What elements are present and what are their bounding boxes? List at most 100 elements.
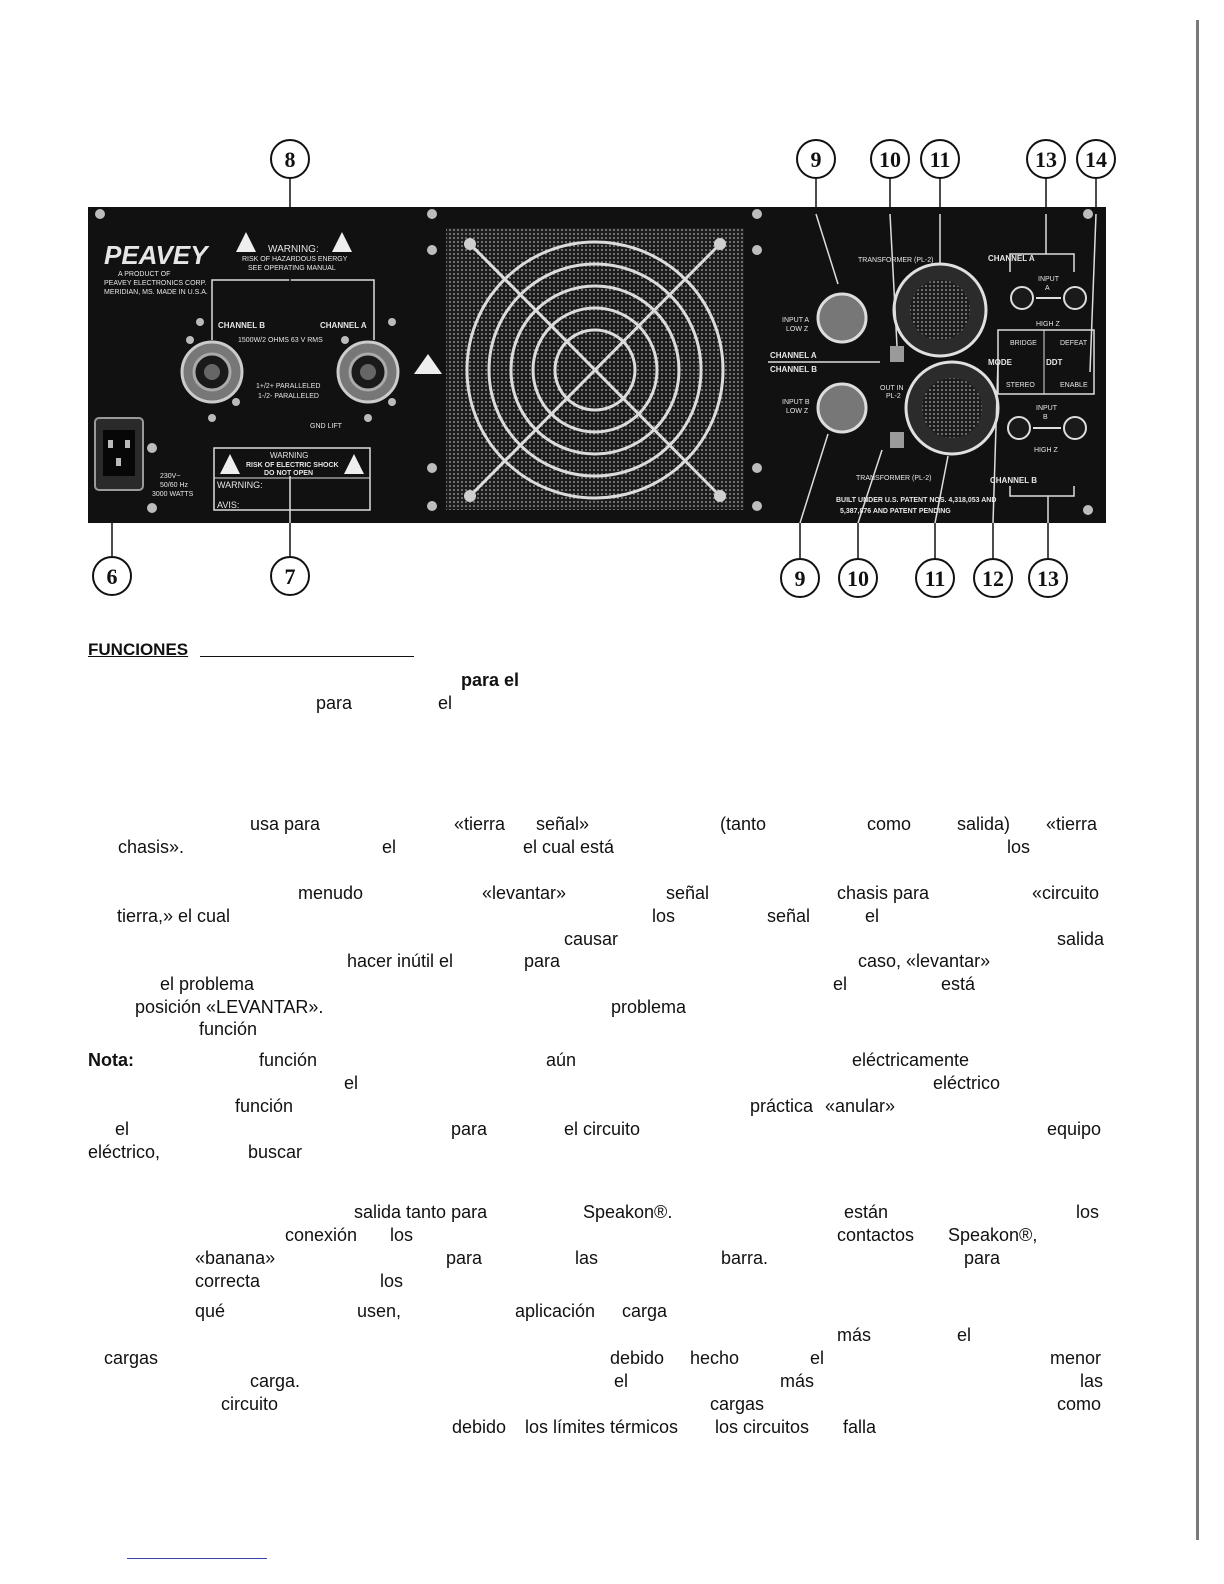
panel-text: STEREO	[1006, 382, 1035, 389]
text-fragment: el	[115, 1119, 130, 1139]
text-fragment: las	[575, 1248, 599, 1268]
text-fragment: función	[235, 1096, 294, 1116]
transformer-sockets	[892, 262, 1000, 456]
callout-leaders	[111, 178, 1097, 562]
panel-text: HIGH Z	[1034, 447, 1058, 454]
callout-circles	[92, 139, 1116, 598]
panel-text: PL-2	[886, 393, 901, 400]
panel-screws	[95, 209, 1093, 515]
rear-panel-diagram: 8 9 10 11 13 14 6 7 9 10 11 12 13 PEAVEY…	[88, 139, 1116, 598]
text-fragment: práctica	[750, 1096, 814, 1116]
text-fragment: señal»	[536, 814, 590, 834]
text-fragment: conexión	[285, 1225, 358, 1245]
text-fragment: como	[867, 814, 912, 834]
warning-triangle-icon	[332, 232, 352, 252]
section-heading: FUNCIONES	[88, 640, 189, 659]
text-fragment: señal	[666, 883, 710, 903]
heading-rule	[200, 656, 414, 657]
text-fragment: salida	[1057, 929, 1105, 949]
text-fragment: usen,	[357, 1301, 402, 1321]
text-fragment: causar	[564, 929, 619, 949]
xlr-inputs	[816, 292, 868, 434]
pl2-switch-b	[890, 432, 904, 448]
text-fragment: los	[390, 1225, 414, 1245]
text-fragment: (tanto	[720, 814, 767, 834]
text-fragment: el	[382, 837, 397, 857]
text-fragment: los límites térmicos	[525, 1417, 679, 1437]
panel-text: WARNING	[270, 451, 308, 460]
text-fragment: Speakon®.	[583, 1202, 673, 1222]
panel-text: OUT IN	[880, 385, 904, 392]
text-fragment: hecho	[690, 1348, 740, 1368]
panel-text: AVIS:	[217, 500, 239, 510]
text-fragment: función	[259, 1050, 318, 1070]
panel-text: 3000 WATTS	[152, 491, 194, 498]
panel-text: HIGH Z	[1036, 321, 1060, 328]
text-fragment: falla	[843, 1417, 877, 1437]
callout-number: 13	[1035, 147, 1057, 172]
text-fragment: equipo	[1047, 1119, 1102, 1139]
callout-number: 8	[285, 147, 296, 172]
panel-text: WARNING:	[217, 480, 263, 490]
text-fragment: caso, «levantar»	[858, 951, 991, 971]
text-fragment: el	[865, 906, 880, 926]
text-fragment: eléctrico	[933, 1073, 1001, 1093]
text-fragment: circuito	[221, 1394, 279, 1414]
panel-text: CHANNEL B	[218, 321, 265, 330]
power-inlet	[94, 417, 144, 491]
panel-text: BRIDGE	[1010, 340, 1037, 347]
text-fragment: tierra,» el cual	[117, 906, 231, 926]
brand-logo: PEAVEY	[104, 240, 210, 270]
text-fragment: Speakon®,	[948, 1225, 1038, 1245]
text-fragment: posición «LEVANTAR».	[135, 997, 324, 1017]
callout-number: 6	[107, 564, 118, 589]
text-fragment: cargas	[710, 1394, 765, 1414]
footnote-rule	[127, 1558, 267, 1559]
text-fragment: está	[941, 974, 976, 994]
text-fragment: contactos	[837, 1225, 915, 1245]
callout-number: 11	[930, 147, 951, 172]
panel-text: CHANNEL A	[320, 321, 367, 330]
panel-text: CHANNEL A	[988, 254, 1035, 263]
text-fragment: más	[780, 1371, 815, 1391]
panel-text: B	[1043, 414, 1048, 421]
text-fragment: «levantar»	[482, 883, 567, 903]
text-fragment: buscar	[248, 1142, 303, 1162]
panel-text: MODE	[988, 358, 1013, 367]
panel-text: 50/60 Hz	[160, 482, 189, 489]
text-fragment: Nota:	[88, 1050, 134, 1070]
panel-text: RISK OF HAZARDOUS ENERGY	[242, 256, 348, 263]
text-fragment: el circuito	[564, 1119, 641, 1139]
text-fragment: eléctrico,	[88, 1142, 161, 1162]
text-fragment: están	[844, 1202, 889, 1222]
text-fragment: para el	[461, 670, 520, 690]
text-fragment: el	[438, 693, 453, 713]
text-fragment: debido	[610, 1348, 665, 1368]
text-fragment: hacer inútil el	[347, 951, 454, 971]
panel-text: SEE OPERATING MANUAL	[248, 265, 336, 272]
panel-text: DDT	[1046, 358, 1063, 367]
text-fragment: chasis».	[118, 837, 185, 857]
text-fragment: menor	[1050, 1348, 1102, 1368]
text-fragment: correcta	[195, 1271, 261, 1291]
text-fragment: «circuito	[1032, 883, 1100, 903]
text-fragment: qué	[195, 1301, 226, 1321]
text-fragment: señal	[767, 906, 811, 926]
callout-number: 13	[1037, 566, 1059, 591]
text-fragment: el	[344, 1073, 359, 1093]
text-fragment: salida)	[957, 814, 1011, 834]
panel-text: CHANNEL B	[770, 365, 817, 374]
panel-text: RISK OF ELECTRIC SHOCK	[246, 462, 339, 469]
callout-number: 11	[925, 566, 946, 591]
panel-text: A PRODUCT OF	[118, 271, 170, 278]
callout-number: 10	[879, 147, 901, 172]
text-fragment: aún	[546, 1050, 577, 1070]
text-fragment: carga.	[250, 1371, 301, 1391]
panel-text: 5,387,876 AND PATENT PENDING	[840, 508, 951, 515]
shock-warning-label	[213, 447, 371, 511]
callout-number: 9	[811, 147, 822, 172]
high-z-jacks	[1007, 286, 1087, 440]
panel-text: TRANSFORMER (PL-2)	[858, 257, 933, 264]
text-fragment: el cual está	[523, 837, 615, 857]
text-fragment: barra.	[721, 1248, 769, 1268]
